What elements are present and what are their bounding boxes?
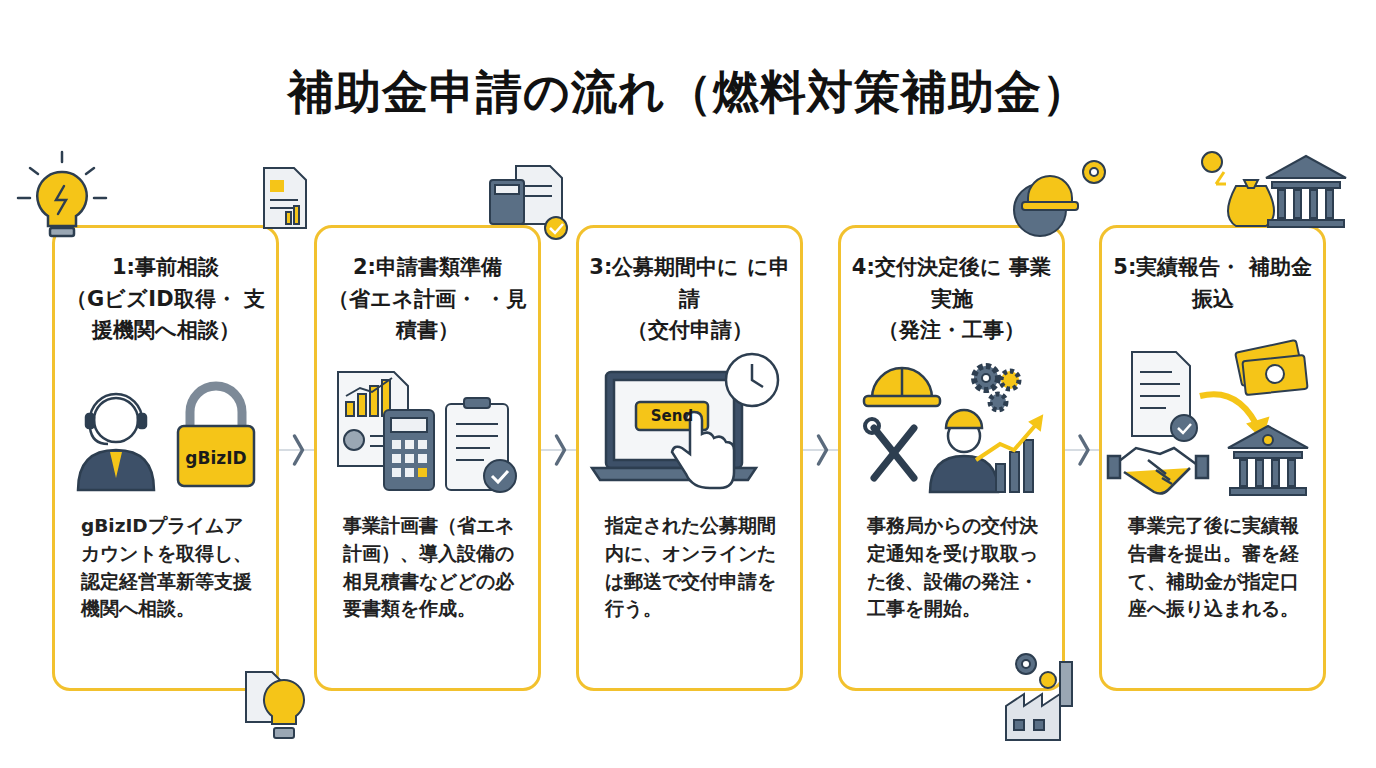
step-description: gBizIDプライムアカウントを取得し、認定経営革新等支援機関へ相談。 xyxy=(81,512,256,623)
step-heading: 1:事前相談 xyxy=(63,252,268,284)
lightbulb-icon xyxy=(18,152,106,236)
icon-label: Send xyxy=(651,407,693,425)
icon-label: gBizID xyxy=(185,448,246,468)
process-step-box: 5:実績報告・ 補助金振込事業完了後に実績報告書を提出。審を経て、補助金が指定口… xyxy=(1099,225,1326,691)
connector-line xyxy=(803,449,838,451)
step-heading: （発注・工事） xyxy=(849,315,1054,347)
step-description: 指定された公募期間内に、オンラインたは郵送で交付申請を行う。 xyxy=(605,512,780,623)
step-description: 事業計画書（省エネ計画）、導入設備の相見積書などどの必要書類を作成。 xyxy=(343,512,518,623)
connector-line xyxy=(541,449,576,451)
document-icon xyxy=(264,168,306,228)
process-step-box: 3:公募期間中に に申請（交付申請） 指定された公募期間内に、オンラインたは郵送で… xyxy=(576,225,803,691)
step-heading-group: 1:事前相談（GビズID取得・ 支援機関へ相談） xyxy=(63,252,268,347)
connector-line xyxy=(1065,449,1099,451)
connector-line xyxy=(279,449,314,451)
step-heading-group: 3:公募期間中に に申請（交付申請） xyxy=(587,252,792,347)
diagram-title: 補助金申請の流れ（燃料対策補助金） xyxy=(0,62,1376,124)
chevron-head xyxy=(295,436,303,464)
step-heading: （交付申請） xyxy=(587,315,792,347)
step-heading-group: 4:交付決定後に 事業実施（発注・工事） xyxy=(849,252,1054,347)
flow-chevron xyxy=(1065,436,1099,464)
step-heading-group: 5:実績報告・ 補助金振込 xyxy=(1110,252,1315,315)
chevron-head xyxy=(557,436,565,464)
money-bank-icon xyxy=(1202,152,1346,227)
flow-chevron xyxy=(803,436,838,464)
step-heading: 5:実績報告・ 補助金振込 xyxy=(1110,252,1315,315)
step-heading: （GビズID取得・ 支援機関へ相談） xyxy=(63,284,268,347)
process-step-box: 4:交付決定後に 事業実施（発注・工事） 事務局からの交付決定通知を受け取取った後… xyxy=(838,225,1065,691)
chevron-head xyxy=(1080,436,1088,464)
step-heading-group: 2:申請書類準備（省エネ計画・ ・見積書） xyxy=(325,252,530,347)
step-heading: 2:申請書類準備 xyxy=(325,252,530,284)
step-heading: 4:交付決定後に 事業実施 xyxy=(849,252,1054,315)
step-description: 事務局からの交付決定通知を受け取取った後、設備の発注・工事を開始。 xyxy=(867,512,1042,623)
step-heading: （省エネ計画・ ・見積書） xyxy=(325,284,530,347)
chevron-head xyxy=(819,436,827,464)
step-heading: 3:公募期間中に に申請 xyxy=(587,252,792,315)
flow-chevron xyxy=(541,436,576,464)
flow-chevron xyxy=(279,436,314,464)
step-description: 事業完了後に実績報告書を提出。審を経て、補助金が指定口座へ振り込まれる。 xyxy=(1128,512,1303,623)
process-step-box: 2:申請書類準備（省エネ計画・ ・見積書） 事業計画書（省エネ計画）、導入設備の相… xyxy=(314,225,541,691)
